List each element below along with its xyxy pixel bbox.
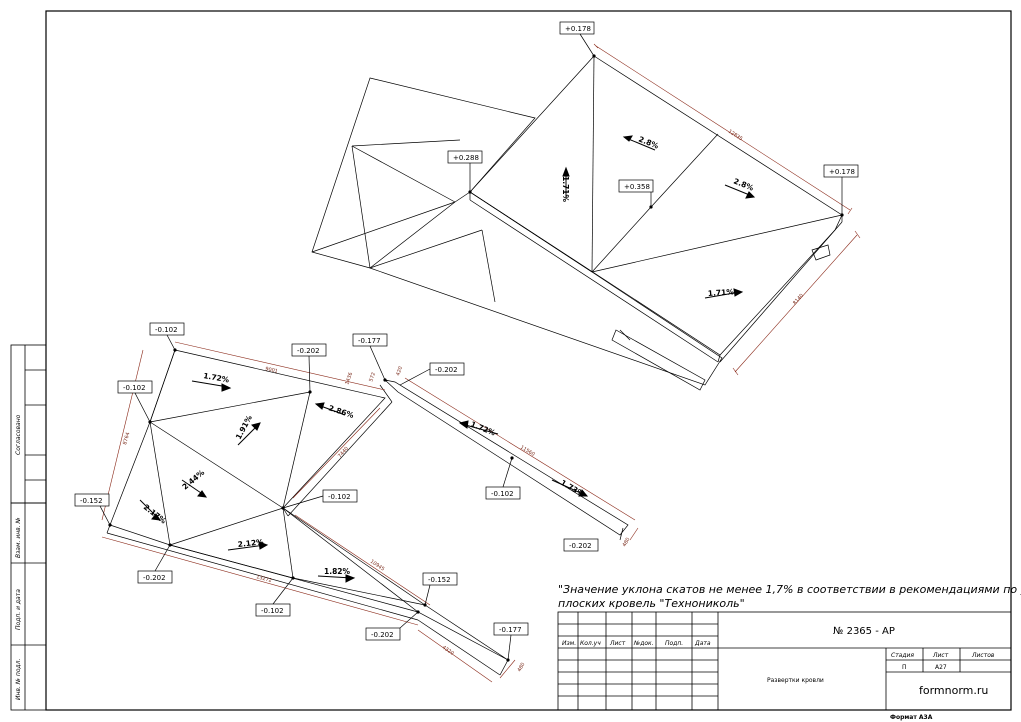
elev-bl-lower-end: -0.177: [499, 626, 522, 634]
dim-bl-small-a: 1436: [344, 372, 354, 386]
tb-stage-label: Стадия: [891, 652, 914, 659]
elev-bl-ridge-right: -0.177: [358, 337, 381, 345]
elev-top-left: +0.288: [453, 154, 479, 162]
elev-top-peak: +0.178: [565, 25, 591, 33]
tb-col-list: Лист: [609, 640, 626, 647]
tb-company: formnorm.ru: [919, 684, 988, 697]
tb-sheets-label: Листов: [971, 652, 995, 659]
tb-col-ndok: №док.: [633, 640, 654, 647]
tb-col-podp: Подп.: [665, 640, 683, 647]
elev-bl-lower-mid: -0.202: [371, 631, 394, 639]
lower-dimensions: [101, 341, 639, 683]
upper-roof-outline: [311, 55, 843, 391]
lower-points: [108, 348, 514, 662]
slope-top-a: 2.8%: [637, 135, 660, 151]
dim-bl-small-d: 480: [517, 662, 527, 673]
dim-bl-lower-short: 4320: [441, 645, 455, 657]
tb-col-data: Дата: [694, 640, 711, 647]
note-line-1: "Значение уклона скатов не менее 1,7% в …: [558, 583, 1021, 596]
side-sign-date: Подп. и дата: [15, 589, 22, 630]
slope-top-d: 1.71%: [708, 287, 735, 298]
side-stamp: [10, 344, 47, 711]
elev-bl-lower-right: -0.152: [428, 576, 451, 584]
side-inv-replace: Взам. инв. №: [15, 517, 22, 558]
dim-bl-left: 8764: [122, 432, 131, 446]
lower-elevation-tags: [74, 322, 599, 661]
dim-bl-top: 9001: [265, 366, 279, 375]
lower-slope-arrows: [139, 380, 589, 583]
title-block-grid: [557, 611, 1012, 711]
elev-bl-right-end: -0.202: [569, 542, 592, 550]
dim-top-long: 12835: [727, 129, 744, 143]
tb-sheet-title: Развертки кровли: [767, 677, 824, 684]
elev-bl-center: -0.102: [328, 493, 351, 501]
elev-bl-top-mid: -0.202: [297, 347, 320, 355]
slope-bl-e: 2.17%: [142, 502, 168, 525]
elev-bl-right-mid: -0.102: [491, 490, 514, 498]
slope-bl-i: 1.73%: [559, 478, 586, 499]
tb-doc-number: № 2365 - АР: [833, 626, 895, 637]
elev-top-center: +0.358: [624, 183, 650, 191]
tb-col-izm: Изм.: [562, 640, 576, 647]
lower-roof-outline: [106, 349, 629, 676]
elev-top-right: +0.178: [829, 168, 855, 176]
slope-top-c: 1.71%: [561, 176, 570, 203]
dim-bl-bottom: 13272: [255, 574, 272, 584]
slope-bl-c: 1.91%: [234, 413, 254, 441]
tb-format: Формат А3А: [890, 714, 933, 721]
tb-sheet-value: А27: [935, 664, 947, 671]
elev-bl-bottom-left: -0.202: [143, 574, 166, 582]
dim-bl-small-b: 572: [368, 372, 377, 383]
slope-bl-f: 2.12%: [237, 537, 264, 549]
upper-slope-arrows: [562, 135, 756, 299]
sheet-frame: [45, 10, 1012, 711]
upper-dimensions: [593, 43, 861, 376]
side-inv-orig: Инв. № подл.: [15, 659, 22, 700]
elev-bl-top-left: -0.102: [155, 326, 178, 334]
tb-sheet-label: Лист: [932, 652, 949, 659]
dim-top-short: 8140: [792, 293, 805, 306]
tb-col-koluch: Кол.уч: [580, 640, 601, 647]
slope-bl-g: 1.82%: [324, 567, 351, 576]
elev-bl-bottom-mid: -0.102: [261, 607, 284, 615]
elev-bl-far-left: -0.152: [80, 497, 103, 505]
upper-elevation-tags: [447, 21, 859, 215]
slope-bl-b: 2.86%: [327, 403, 355, 420]
elev-bl-right-top: -0.202: [435, 366, 458, 374]
tb-stage-value: П: [902, 664, 907, 671]
dim-bl-small-c: 420: [395, 366, 404, 377]
upper-points: [468, 54, 844, 217]
dim-bl-right-long: 11560: [519, 445, 536, 458]
note-line-2: плоских кровель "Технониколь": [558, 597, 745, 610]
slope-bl-a: 1.72%: [203, 371, 231, 384]
slope-bl-h: 1.72%: [469, 420, 497, 438]
dim-bl-right-end: 480: [622, 537, 632, 548]
side-agreed: Согласовано: [15, 414, 22, 455]
elev-bl-left: -0.102: [123, 384, 146, 392]
slope-top-b: 2.8%: [732, 177, 755, 193]
